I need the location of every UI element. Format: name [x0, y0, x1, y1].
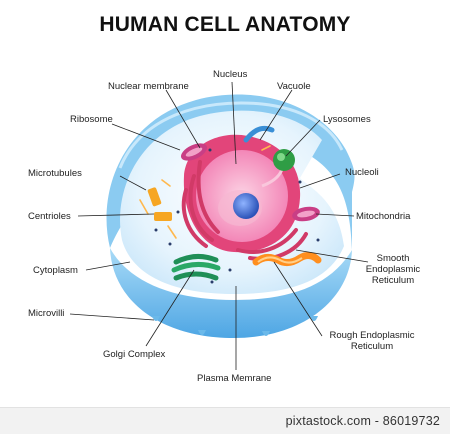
- label-smooth-er-line2: Endoplasmic: [365, 264, 421, 275]
- label-rough-er-line1: Rough Endoplasmic: [329, 330, 415, 341]
- label-smooth-er-line1: Smooth: [376, 253, 410, 264]
- label-microvilli: Microvilli: [28, 308, 65, 319]
- nucleus: [183, 134, 301, 253]
- label-microtubules: Microtubules: [28, 168, 82, 179]
- label-rough-er: Rough Endoplasmic Reticulum: [326, 330, 418, 352]
- label-centrioles: Centrioles: [28, 211, 71, 222]
- label-golgi: Golgi Complex: [103, 349, 166, 360]
- smooth-er: [252, 251, 322, 267]
- label-vacuole: Vacuole: [277, 81, 311, 92]
- watermark-bar: pixtastock.com - 86019732: [0, 407, 450, 434]
- label-lysosomes: Lysosomes: [323, 114, 371, 125]
- nucleolus-core: [233, 193, 259, 219]
- label-smooth-er-line3: Reticulum: [371, 275, 415, 286]
- label-rough-er-line2: Reticulum: [350, 341, 394, 352]
- golgi-complex: [171, 254, 221, 281]
- label-nuclear-membrane: Nuclear membrane: [108, 81, 189, 92]
- watermark-text: pixtastock.com - 86019732: [285, 414, 440, 428]
- label-cytoplasm: Cytoplasm: [33, 265, 78, 276]
- label-nucleus: Nucleus: [213, 69, 248, 80]
- mitochondria: [180, 143, 320, 222]
- leader-lines: [69, 81, 369, 370]
- lysosome: [273, 149, 295, 171]
- label-ribosome: Ribosome: [70, 114, 113, 125]
- ribosomes: [154, 148, 320, 284]
- centrioles: [147, 187, 172, 221]
- label-plasma-membrane: Plasma Memrane: [197, 373, 272, 384]
- microtubules: [139, 145, 271, 239]
- label-nucleoli: Nucleoli: [345, 167, 379, 178]
- vacuole: [243, 125, 275, 143]
- diagram-title: HUMAN CELL ANATOMY: [99, 13, 351, 36]
- label-smooth-er: Smooth Endoplasmic Reticulum: [360, 253, 426, 286]
- label-mitochondria: Mitochondria: [356, 211, 411, 222]
